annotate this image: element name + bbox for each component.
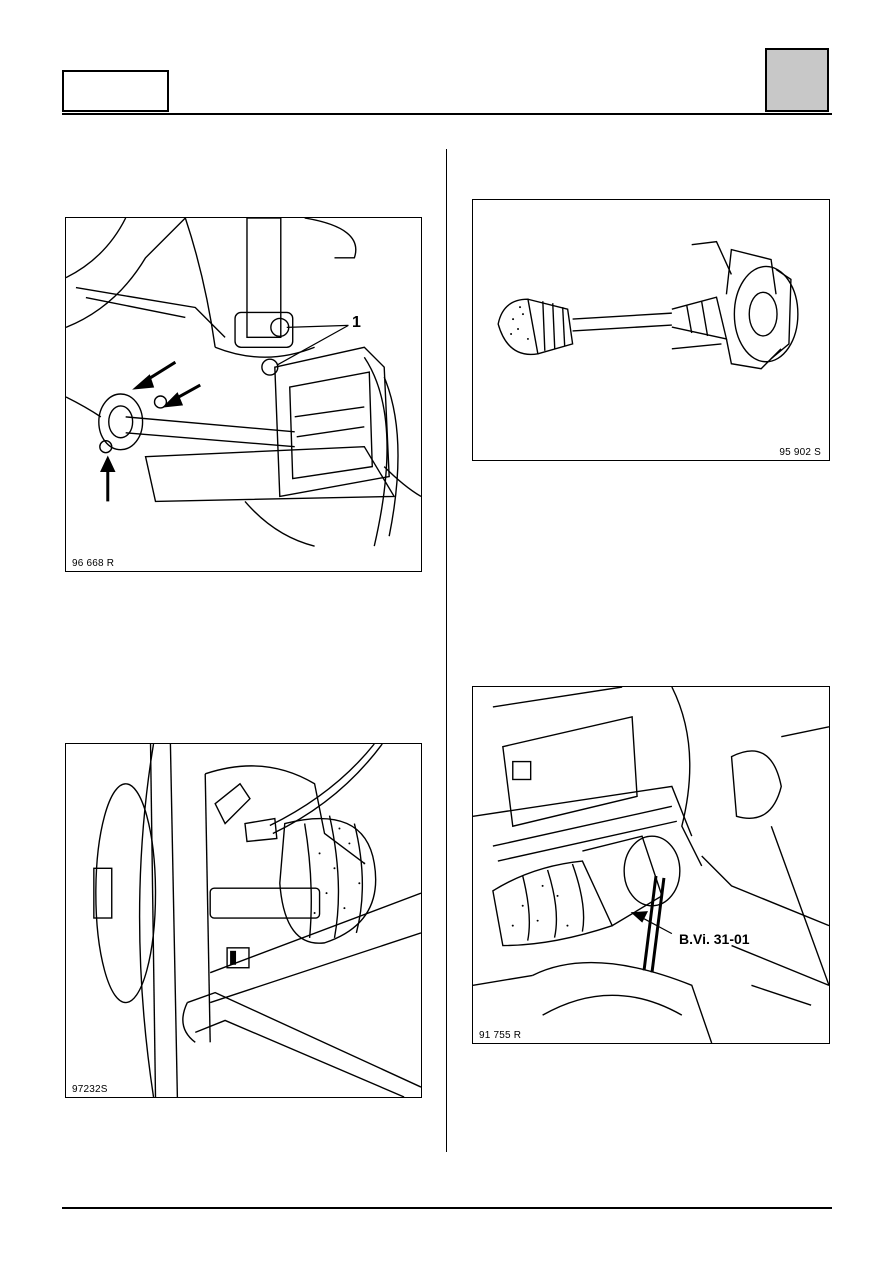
figure-pin-tool: B.Vi. 31-01 91 755 R xyxy=(472,686,830,1044)
figure-id-label: 95 902 S xyxy=(777,447,823,458)
hub-wrench-drawing xyxy=(93,744,421,1097)
figure-hub-wrench: 97232S xyxy=(65,743,422,1098)
header-section-box xyxy=(62,70,169,112)
callout-tool-label: B.Vi. 31-01 xyxy=(679,931,750,947)
figure-driveshaft-assembly: 95 902 S xyxy=(472,199,830,461)
figure-id-label: 97232S xyxy=(70,1084,110,1095)
callout-bolt-1: 1 xyxy=(352,314,361,331)
header-chapter-tab xyxy=(765,48,829,112)
figure-suspension-bolts: 1 96 668 R xyxy=(65,217,422,572)
figure-id-label: 91 755 R xyxy=(477,1030,524,1041)
pin-tool-drawing xyxy=(473,687,829,1043)
suspension-drawing xyxy=(66,218,421,547)
header-rule xyxy=(62,113,832,115)
column-divider xyxy=(446,149,447,1152)
figure-id-label: 96 668 R xyxy=(70,558,117,569)
footer-rule xyxy=(62,1207,832,1209)
driveshaft-drawing xyxy=(497,240,799,370)
